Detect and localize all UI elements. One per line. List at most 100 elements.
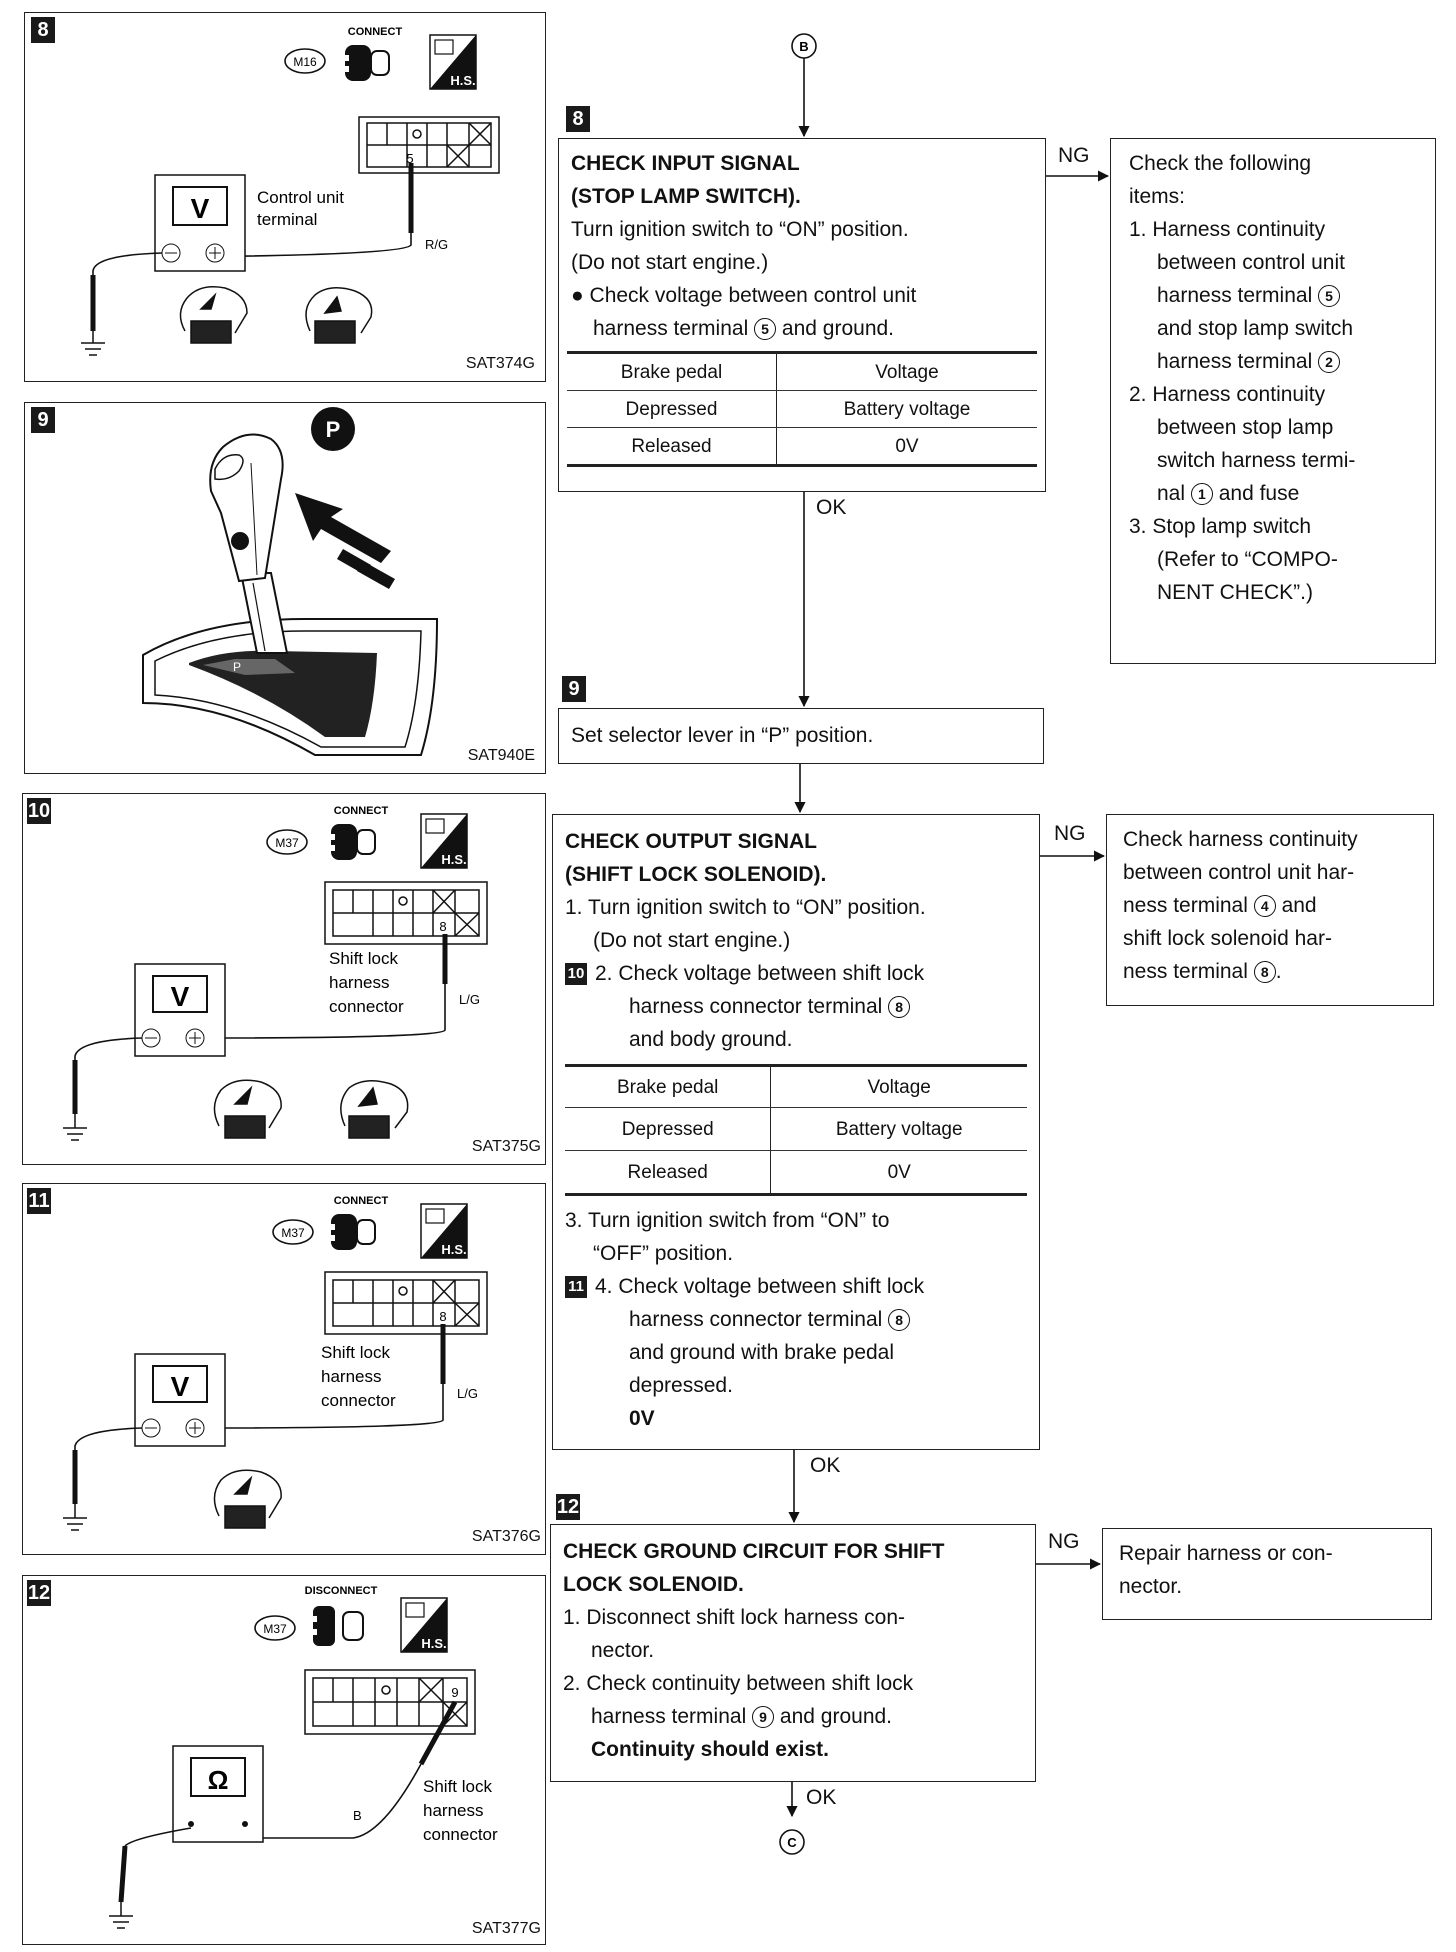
- step-10-title-1: CHECK OUTPUT SIGNAL: [565, 830, 817, 853]
- hs-label: H.S.: [441, 852, 466, 867]
- step-8-ng-label: NG: [1058, 144, 1090, 167]
- figure-code: SAT374G: [465, 355, 535, 372]
- hs-label: H.S.: [450, 73, 475, 88]
- step-8-ok-label: OK: [816, 496, 847, 519]
- selector-lever-illustration: P P: [142, 407, 439, 756]
- connector-label-2: harness: [423, 1801, 483, 1820]
- voltage-measurement-diagram: M37 CONNECT H.S. 8: [63, 805, 488, 1141]
- figure-ref-icon: 11: [565, 1276, 587, 1299]
- harness-side-icon: H.S.: [420, 813, 468, 869]
- pin-number: 9: [451, 1685, 458, 1700]
- terminal-number-icon: 8: [888, 1309, 911, 1332]
- step-9-number: 9: [562, 676, 586, 702]
- step-12-title-2: LOCK SOLENOID.: [563, 1573, 744, 1596]
- exit-connector-label: C: [787, 1835, 797, 1850]
- connector-id: M16: [293, 55, 317, 69]
- connector-id: M37: [275, 836, 299, 850]
- ng-text-line: ness terminal 8.: [1123, 960, 1282, 984]
- pin-number: 8: [439, 919, 446, 934]
- hs-label: H.S.: [441, 1242, 466, 1257]
- panel-step-number: 8: [31, 17, 55, 43]
- connect-label: CONNECT: [334, 805, 389, 817]
- panel-step-number: 9: [31, 407, 55, 433]
- figure-panel-12: 12 M37 DISCONNECT H.S.: [22, 1575, 546, 1945]
- step-12-number: 12: [556, 1494, 580, 1520]
- ng-text-line: Check the following: [1129, 152, 1312, 175]
- step-10-box: CHECK OUTPUT SIGNAL (SHIFT LOCK SOLENOID…: [552, 814, 1040, 1450]
- panel-step-number: 12: [27, 1580, 51, 1606]
- connector-id: M37: [263, 1622, 287, 1636]
- step-8-title-1: CHECK INPUT SIGNAL: [571, 152, 800, 175]
- connector-face: [324, 1271, 488, 1335]
- figure-code: SAT375G: [471, 1138, 541, 1155]
- foot-pedal-pressed-icon: [213, 1079, 282, 1139]
- terminal-label-2: terminal: [257, 210, 317, 229]
- voltmeter: V: [154, 174, 246, 272]
- voltage-measurement-diagram: M16 CONNECT H.S.: [81, 26, 500, 356]
- step-9-text: Set selector lever in “P” position.: [571, 724, 874, 747]
- step-8-box: CHECK INPUT SIGNAL (STOP LAMP SWITCH). T…: [558, 138, 1046, 492]
- svg-text:P: P: [233, 660, 241, 674]
- connector-plug-icon: [323, 1214, 376, 1250]
- figure-code: SAT940E: [467, 747, 535, 764]
- step-12-ng-label: NG: [1048, 1530, 1080, 1553]
- ohmmeter: Ω: [172, 1745, 264, 1843]
- ng-text-line: shift lock solenoid har-: [1123, 927, 1332, 950]
- terminal-number-icon: 2: [1318, 351, 1341, 374]
- step-10-item-3: 3. Turn ignition switch from “ON” to “OF…: [565, 1209, 890, 1265]
- terminal-number-icon: 1: [1190, 483, 1213, 506]
- step-12-ng-box: Repair harness or con- nector.: [1102, 1528, 1432, 1620]
- figure-ref-icon: 10: [565, 963, 587, 986]
- figure-code: SAT376G: [471, 1528, 541, 1545]
- step-10-ng-label: NG: [1054, 822, 1086, 845]
- figure-panel-11: 11 M37 CONNECT H.S.: [22, 1183, 546, 1555]
- wire-color: L/G: [459, 992, 480, 1007]
- harness-side-icon: H.S.: [429, 34, 477, 90]
- step-8-number: 8: [566, 106, 590, 132]
- connector-label-1: Shift lock: [329, 949, 398, 968]
- foot-pedal-released-icon: [340, 1080, 409, 1139]
- meter-symbol: V: [191, 193, 210, 224]
- meter-symbol: V: [171, 1371, 190, 1402]
- voltmeter: V: [134, 963, 226, 1057]
- connector-face: [324, 881, 488, 945]
- ng-text-line: ness terminal 4 and: [1123, 894, 1317, 918]
- terminal-number-icon: 4: [1253, 895, 1276, 918]
- continuity-measurement-diagram: M37 DISCONNECT H.S. 9: [109, 1585, 498, 1929]
- connect-label: CONNECT: [348, 26, 403, 38]
- connector-face: [304, 1669, 476, 1735]
- step-12-title-1: CHECK GROUND CIRCUIT FOR SHIFT: [563, 1540, 945, 1563]
- step-12-box: CHECK GROUND CIRCUIT FOR SHIFT LOCK SOLE…: [550, 1524, 1036, 1782]
- step-8-title-2: (STOP LAMP SWITCH).: [571, 185, 801, 208]
- ng-text-line: Check harness continuity: [1123, 828, 1358, 851]
- connect-label: CONNECT: [334, 1195, 389, 1207]
- ng-text-line: between control unit har-: [1123, 861, 1355, 884]
- step-10-ok-label: OK: [810, 1454, 841, 1477]
- connector-label-2: harness: [329, 973, 389, 992]
- ng-text-line: Repair harness or con-: [1119, 1542, 1333, 1565]
- terminal-number-icon: 5: [1318, 285, 1341, 308]
- step-8-line-2: (Do not start engine.): [571, 251, 769, 274]
- figure-panel-9: 9 P P SAT940E: [24, 402, 546, 774]
- terminal-number-icon: 8: [888, 996, 911, 1019]
- step-12-item-2: 2. Check continuity between shift lock h…: [563, 1672, 914, 1761]
- connector-label-3: connector: [423, 1825, 498, 1844]
- step-8-ng-box: Check the following items: 1. Harness co…: [1110, 138, 1436, 664]
- connector-label-1: Shift lock: [321, 1343, 390, 1362]
- wire-color: R/G: [425, 237, 448, 252]
- foot-pedal-pressed-icon: [213, 1469, 282, 1529]
- wire-color: L/G: [457, 1386, 478, 1401]
- ng-item-1: 1. Harness continuity between control un…: [1129, 218, 1354, 374]
- panel-step-number: 10: [27, 798, 51, 824]
- terminal-label-1: Control unit: [257, 188, 344, 207]
- connector-label-3: connector: [321, 1391, 396, 1410]
- connector-label-3: connector: [329, 997, 404, 1016]
- push-arrow-icon: [295, 493, 395, 589]
